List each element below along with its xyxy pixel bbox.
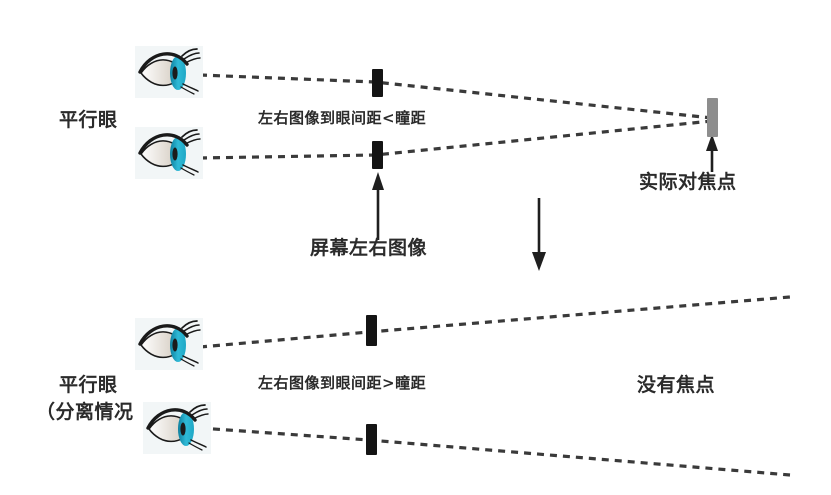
screen-images-pointer-label: 屏幕左右图像: [310, 237, 428, 259]
screen-images-arrow: [372, 172, 384, 240]
actual-focus-bar: [707, 98, 718, 137]
screen-image-bar-right-top: [372, 141, 383, 169]
screen-image-bar-left-bottom: [366, 315, 377, 346]
screen-to-eye-distance-label-top: 左右图像到眼间距<瞳距: [258, 109, 427, 127]
eye-icon: [143, 402, 211, 454]
screen-to-eye-distance-label-bottom: 左右图像到眼间距>瞳距: [258, 374, 427, 392]
eye-icon: [135, 318, 203, 370]
parallel-eye-label-bottom: 平行眼: [59, 374, 118, 396]
eye-icon: [135, 46, 203, 98]
screen-image-bar-left-top: [372, 69, 383, 97]
transition-down-arrow: [532, 198, 546, 271]
separated-case-label: （分离情况: [36, 401, 134, 423]
screen-image-bar-right-bottom: [366, 424, 377, 455]
no-focus-point-label: 没有焦点: [637, 374, 716, 396]
parallel-eye-label-top: 平行眼: [59, 109, 118, 131]
eye-icon: [135, 127, 203, 179]
sight-line-bottom-panel-top-eye: [199, 295, 791, 349]
actual-focus-point-label: 实际对焦点: [639, 171, 737, 193]
sight-line-bottom-panel-bottom-eye: [199, 426, 791, 477]
